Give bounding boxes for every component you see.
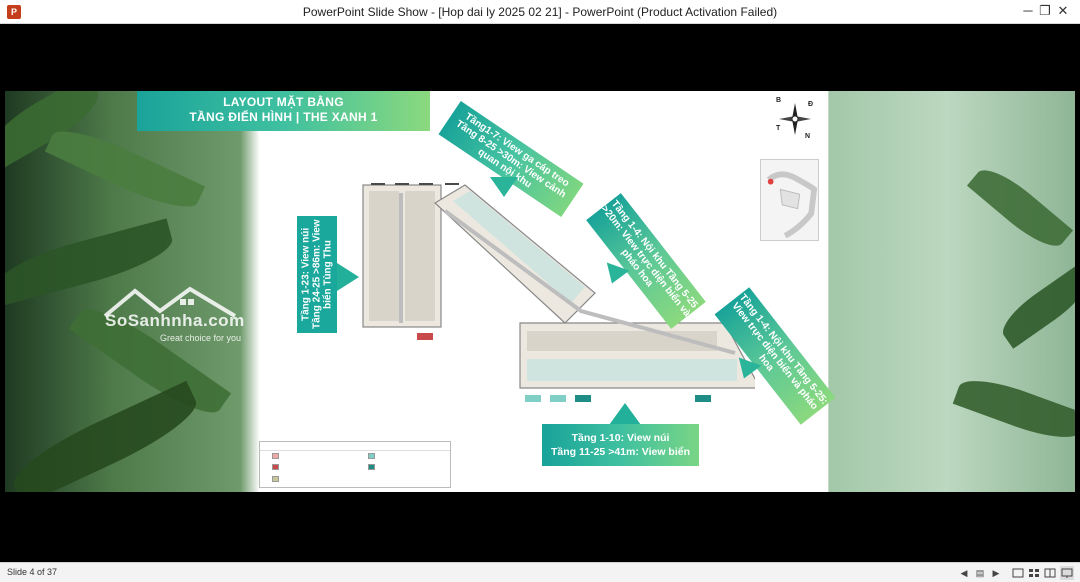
callout-south-line2: Tầng 11-25 >41m: View biển bbox=[551, 446, 690, 458]
slide-title-line2: TẦNG ĐIỂN HÌNH | THE XANH 1 bbox=[189, 110, 378, 124]
normal-view-icon[interactable] bbox=[1011, 566, 1025, 580]
legend-swatch-teal-dark bbox=[368, 464, 375, 470]
plant-leaf-decoration bbox=[994, 265, 1075, 349]
legend-swatch-pink bbox=[272, 453, 279, 459]
plant-leaf-decoration bbox=[966, 159, 1074, 257]
powerpoint-app-icon: P bbox=[7, 5, 21, 19]
callout-south-view: Tầng 1-10: View núi Tầng 11-25 >41m: Vie… bbox=[542, 424, 699, 466]
watermark-tagline: Great choice for you bbox=[160, 333, 242, 343]
compass-north-label: B bbox=[776, 97, 782, 104]
minimize-button[interactable]: ─ bbox=[1023, 3, 1033, 18]
watermark-brand: SoSanhnha.com bbox=[105, 311, 245, 330]
legend-swatch-olive bbox=[272, 476, 279, 482]
slide-menu-button[interactable]: ▤ bbox=[975, 568, 985, 578]
slide-indicator: Slide 4 of 37 bbox=[7, 567, 58, 577]
next-slide-button[interactable]: ▶ bbox=[992, 568, 1000, 578]
palm-leaf-decoration bbox=[5, 380, 205, 492]
arrow-north-icon bbox=[490, 177, 518, 197]
arrow-west-icon bbox=[337, 263, 359, 291]
legend-swatch-teal-light bbox=[368, 453, 375, 459]
house-logo-icon bbox=[103, 286, 237, 318]
compass-east-label: Đ bbox=[808, 101, 814, 108]
slide-sorter-icon[interactable] bbox=[1027, 566, 1041, 580]
legend-swatch-red bbox=[272, 464, 279, 470]
maximize-button[interactable]: ❐ bbox=[1039, 3, 1051, 18]
previous-slide-button[interactable]: ◀ bbox=[960, 568, 968, 578]
callout-west-view: Tầng 1-23: View núi Tầng 24-25 >86m: Vie… bbox=[297, 216, 337, 333]
slide-canvas[interactable]: SoSanhnha.com Great choice for you LAYOU… bbox=[5, 91, 1075, 492]
slide-title-line1: LAYOUT MẶT BẰNG bbox=[223, 95, 344, 109]
slideshow-stage: SoSanhnha.com Great choice for you LAYOU… bbox=[0, 24, 1080, 562]
compass-south-label: N bbox=[805, 133, 811, 140]
callout-south-line1: Tầng 1-10: View núi bbox=[571, 432, 670, 444]
close-button[interactable]: ✕ bbox=[1057, 3, 1069, 18]
floor-plan-drawing bbox=[362, 183, 755, 402]
arrow-south-icon bbox=[609, 403, 641, 425]
slideshow-view-icon[interactable] bbox=[1060, 566, 1074, 580]
window-titlebar: P PowerPoint Slide Show - [Hop dai ly 20… bbox=[0, 0, 1080, 24]
window-title: PowerPoint Slide Show - [Hop dai ly 2025… bbox=[302, 5, 778, 19]
palm-leaf-decoration bbox=[44, 118, 206, 220]
slide-title-banner: LAYOUT MẶT BẰNG TẦNG ĐIỂN HÌNH | THE XAN… bbox=[137, 91, 430, 131]
unit-legend bbox=[259, 441, 451, 488]
compass-west-label: T bbox=[776, 125, 781, 132]
site-minimap bbox=[760, 159, 819, 241]
compass-rose-icon bbox=[779, 103, 811, 135]
slideshow-statusbar: Slide 4 of 37 ◀ ▤ ▶ bbox=[0, 562, 1080, 582]
plant-leaf-decoration bbox=[952, 369, 1075, 449]
reading-view-icon[interactable] bbox=[1043, 566, 1057, 580]
